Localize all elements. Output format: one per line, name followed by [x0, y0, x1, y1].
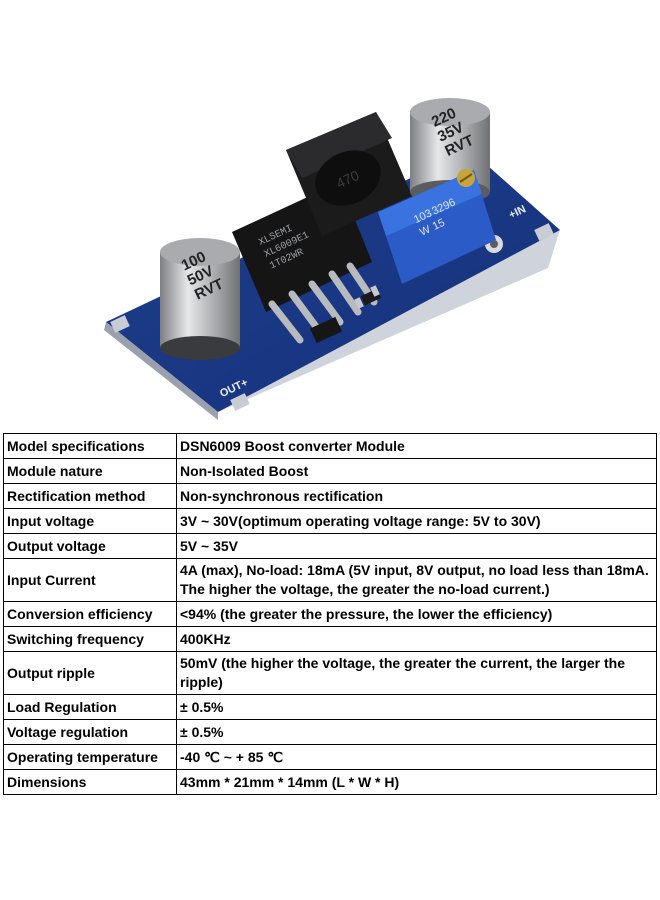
- spec-key: Rectification method: [3, 483, 177, 509]
- spec-table: Model specifications DSN6009 Boost conve…: [3, 433, 657, 795]
- table-row: Model specifications DSN6009 Boost conve…: [3, 433, 657, 459]
- spec-value: Non-synchronous rectification: [176, 483, 657, 509]
- spec-key: Dimensions: [3, 769, 177, 795]
- spec-key: Switching frequency: [3, 626, 177, 652]
- spec-value: 4A (max), No-load: 18mA (5V input, 8V ou…: [176, 558, 657, 602]
- table-row: Switching frequency 400KHz: [3, 626, 657, 652]
- product-photo: 100 50V RVT XLSEMI XL6009E1 1T02WR 470: [104, 98, 560, 420]
- spec-key: Load Regulation: [3, 694, 177, 720]
- table-row: Voltage regulation ± 0.5%: [3, 719, 657, 745]
- table-row: Output voltage 5V ~ 35V: [3, 533, 657, 559]
- spec-value: Non-Isolated Boost: [176, 458, 657, 484]
- spec-value: 50mV (the higher the voltage, the greate…: [176, 651, 657, 695]
- table-row: Load Regulation ± 0.5%: [3, 694, 657, 720]
- spec-key: Model specifications: [3, 433, 177, 459]
- pot-line-4: 15: [431, 217, 447, 233]
- table-row: Input voltage 3V ~ 30V(optimum operating…: [3, 508, 657, 534]
- spec-value: DSN6009 Boost converter Module: [176, 433, 657, 459]
- spec-key: Voltage regulation: [3, 719, 177, 745]
- spec-key: Input voltage: [3, 508, 177, 534]
- spec-value: ± 0.5%: [176, 719, 657, 745]
- inductor: 470: [286, 112, 412, 236]
- table-row: Conversion efficiency <94% (the greater …: [3, 601, 657, 627]
- spec-value: ± 0.5%: [176, 694, 657, 720]
- capacitor-left: 100 50V RVT: [160, 238, 240, 360]
- spec-value: 3V ~ 30V(optimum operating voltage range…: [176, 508, 657, 534]
- spec-key: Operating temperature: [3, 744, 177, 770]
- spec-key: Conversion efficiency: [3, 601, 177, 627]
- table-row: Output ripple 50mV (the higher the volta…: [3, 651, 657, 695]
- table-row: Input Current 4A (max), No-load: 18mA (5…: [3, 558, 657, 602]
- spec-key: Output ripple: [3, 651, 177, 695]
- spec-value: 43mm * 21mm * 14mm (L * W * H): [176, 769, 657, 795]
- table-row: Rectification method Non-synchronous rec…: [3, 483, 657, 509]
- spec-key: Module nature: [3, 458, 177, 484]
- table-row: Dimensions 43mm * 21mm * 14mm (L * W * H…: [3, 769, 657, 795]
- table-row: Module nature Non-Isolated Boost: [3, 458, 657, 484]
- spec-value: 5V ~ 35V: [176, 533, 657, 559]
- smd-components: [309, 285, 382, 344]
- table-row: Operating temperature -40 ℃ ~ + 85 ℃: [3, 744, 657, 770]
- spec-value: 400KHz: [176, 626, 657, 652]
- potentiometer: 103 3296 W 15: [378, 169, 496, 284]
- spec-key: Input Current: [3, 558, 177, 602]
- spec-key: Output voltage: [3, 533, 177, 559]
- spec-value: -40 ℃ ~ + 85 ℃: [176, 744, 657, 770]
- spec-value: <94% (the greater the pressure, the lowe…: [176, 601, 657, 627]
